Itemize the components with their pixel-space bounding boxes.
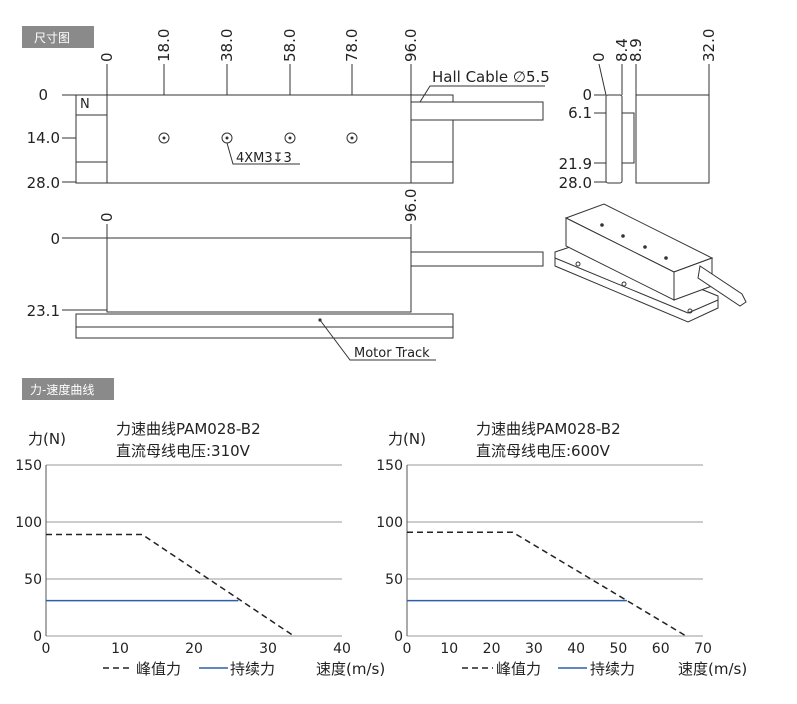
y-tick-label: 150 [376,458,403,474]
n-mark: N [80,97,90,112]
y-tick-label: 100 [376,515,403,531]
legend-peak-label: 峰值力 [496,660,541,678]
end-y-label-6-1: 6.1 [568,104,592,122]
motor-track-label: Motor Track [354,346,430,361]
y-tick-label: 100 [15,515,42,531]
top-x-label-18: 18.0 [155,29,173,62]
x-tick-label: 40 [333,641,351,657]
top-y-label-0: 0 [38,86,48,104]
x-tick-label: 40 [567,641,585,657]
track-leader [319,319,436,361]
x-tick-label: 30 [525,641,543,657]
end-x-label-8-9: 8.9 [627,38,645,62]
x-tick-label: 0 [42,641,51,657]
x-tick-label: 0 [403,641,412,657]
section-header-bg [22,378,114,400]
top-y-label-14: 14.0 [27,129,60,147]
side-y-label-0: 0 [50,230,60,248]
isometric-view [554,203,747,323]
chart-ylabel: 力(N) [28,430,66,448]
chart-legend: 峰值力 持续力 [103,660,275,678]
side-y-label-23-1: 23.1 [27,302,60,320]
section-header-label: 尺寸图 [34,31,70,45]
chart-grid [45,464,342,637]
chart-y-ticks: 0 50 100 150 [15,458,42,645]
end-magnet-plate [621,112,635,164]
chart-subtitle: 直流母线电压:310V [116,442,251,460]
top-mover-body [106,94,412,184]
hole-leader [226,142,300,165]
x-tick-label: 70 [694,641,712,657]
top-x-label-0: 0 [98,52,116,62]
chart-legend: 峰值力 持续力 [462,660,635,678]
end-view: 0 8.4 8.9 32.0 0 6.1 21.9 28.0 [559,29,718,192]
chart-title: 力速曲线PAM028-B2 [116,420,261,438]
side-motor-track [75,313,454,339]
top-x-label-38: 38.0 [218,29,236,62]
legend-continuous-label: 持续力 [230,660,275,678]
y-tick-label: 0 [33,629,42,645]
end-x-label-32: 32.0 [700,29,718,62]
end-track-profile [605,94,623,184]
x-tick-label: 30 [259,641,277,657]
chart-series [407,531,687,637]
x-tick-label: 10 [111,641,129,657]
iso-cable [697,265,747,307]
side-x-label-0: 0 [98,212,116,222]
top-hall-cable [410,101,544,121]
end-x-label-0: 0 [590,52,608,62]
x-tick-label: 60 [652,641,670,657]
y-tick-label: 150 [15,458,42,474]
chart-series [46,533,295,637]
force-speed-chart-600v: 力(N) 力速曲线PAM028-B2 直流母线电压:600V 0 10 20 30 40… [376,420,747,678]
chart-y-ticks: 0 50 100 150 [376,458,403,645]
top-x-label-58: 58.0 [281,29,299,62]
hole-icon [284,132,296,144]
hole-icon [346,132,358,144]
top-x-label-96: 96.0 [402,29,420,62]
chart-xlabel: 速度(m/s) [316,660,385,678]
chart-title: 力速曲线PAM028-B2 [476,420,621,438]
side-mover-body [106,237,412,313]
top-x-label-78: 78.0 [343,29,361,62]
chart-ylabel: 力(N) [388,430,426,448]
x-tick-label: 20 [483,641,501,657]
y-tick-label: 50 [24,572,42,588]
section-header-bg [22,26,94,48]
chart-x-ticks: 0 10 20 30 40 [42,641,351,657]
top-view: 0 18.0 38.0 58.0 78.0 96.0 0 14.0 28.0 [27,29,550,192]
section-header-label: 力-速度曲线 [30,382,94,397]
peak-force-line [407,531,687,637]
side-x-label-96: 96.0 [402,189,420,222]
chart-grid [406,464,703,637]
x-tick-label: 50 [610,641,628,657]
cable-leader [419,85,545,103]
end-x-label-8-4: 8.4 [613,38,631,62]
y-tick-label: 0 [394,629,403,645]
chart-subtitle: 直流母线电压:600V [476,442,611,460]
chart-x-ticks: 0 10 20 30 40 50 60 70 [403,641,712,657]
end-y-label-0: 0 [582,86,592,104]
force-speed-chart-310v: 力(N) 力速曲线PAM028-B2 直流母线电压:310V 0 10 20 30 40… [15,420,385,678]
side-view: 0 96.0 0 23.1 Motor Track [27,189,544,361]
x-tick-label: 10 [440,641,458,657]
x-tick-label: 20 [185,641,203,657]
hole-note: 4XM3↧3 [236,151,292,166]
legend-peak-label: 峰值力 [136,660,181,678]
chart-xlabel: 速度(m/s) [678,660,747,678]
section-header-dimensions: 尺寸图 [22,26,94,48]
side-cable [410,251,544,267]
hall-cable-label: Hall Cable ∅5.5 [432,68,550,86]
section-header-force-speed: 力-速度曲线 [22,378,114,400]
end-y-label-21-9: 21.9 [559,155,592,173]
end-mover-profile [635,94,710,184]
hole-icon [158,132,170,144]
y-tick-label: 50 [385,572,403,588]
top-y-label-28: 28.0 [27,174,60,192]
legend-continuous-label: 持续力 [590,660,635,678]
peak-force-line [46,533,295,637]
end-y-label-28: 28.0 [559,174,592,192]
